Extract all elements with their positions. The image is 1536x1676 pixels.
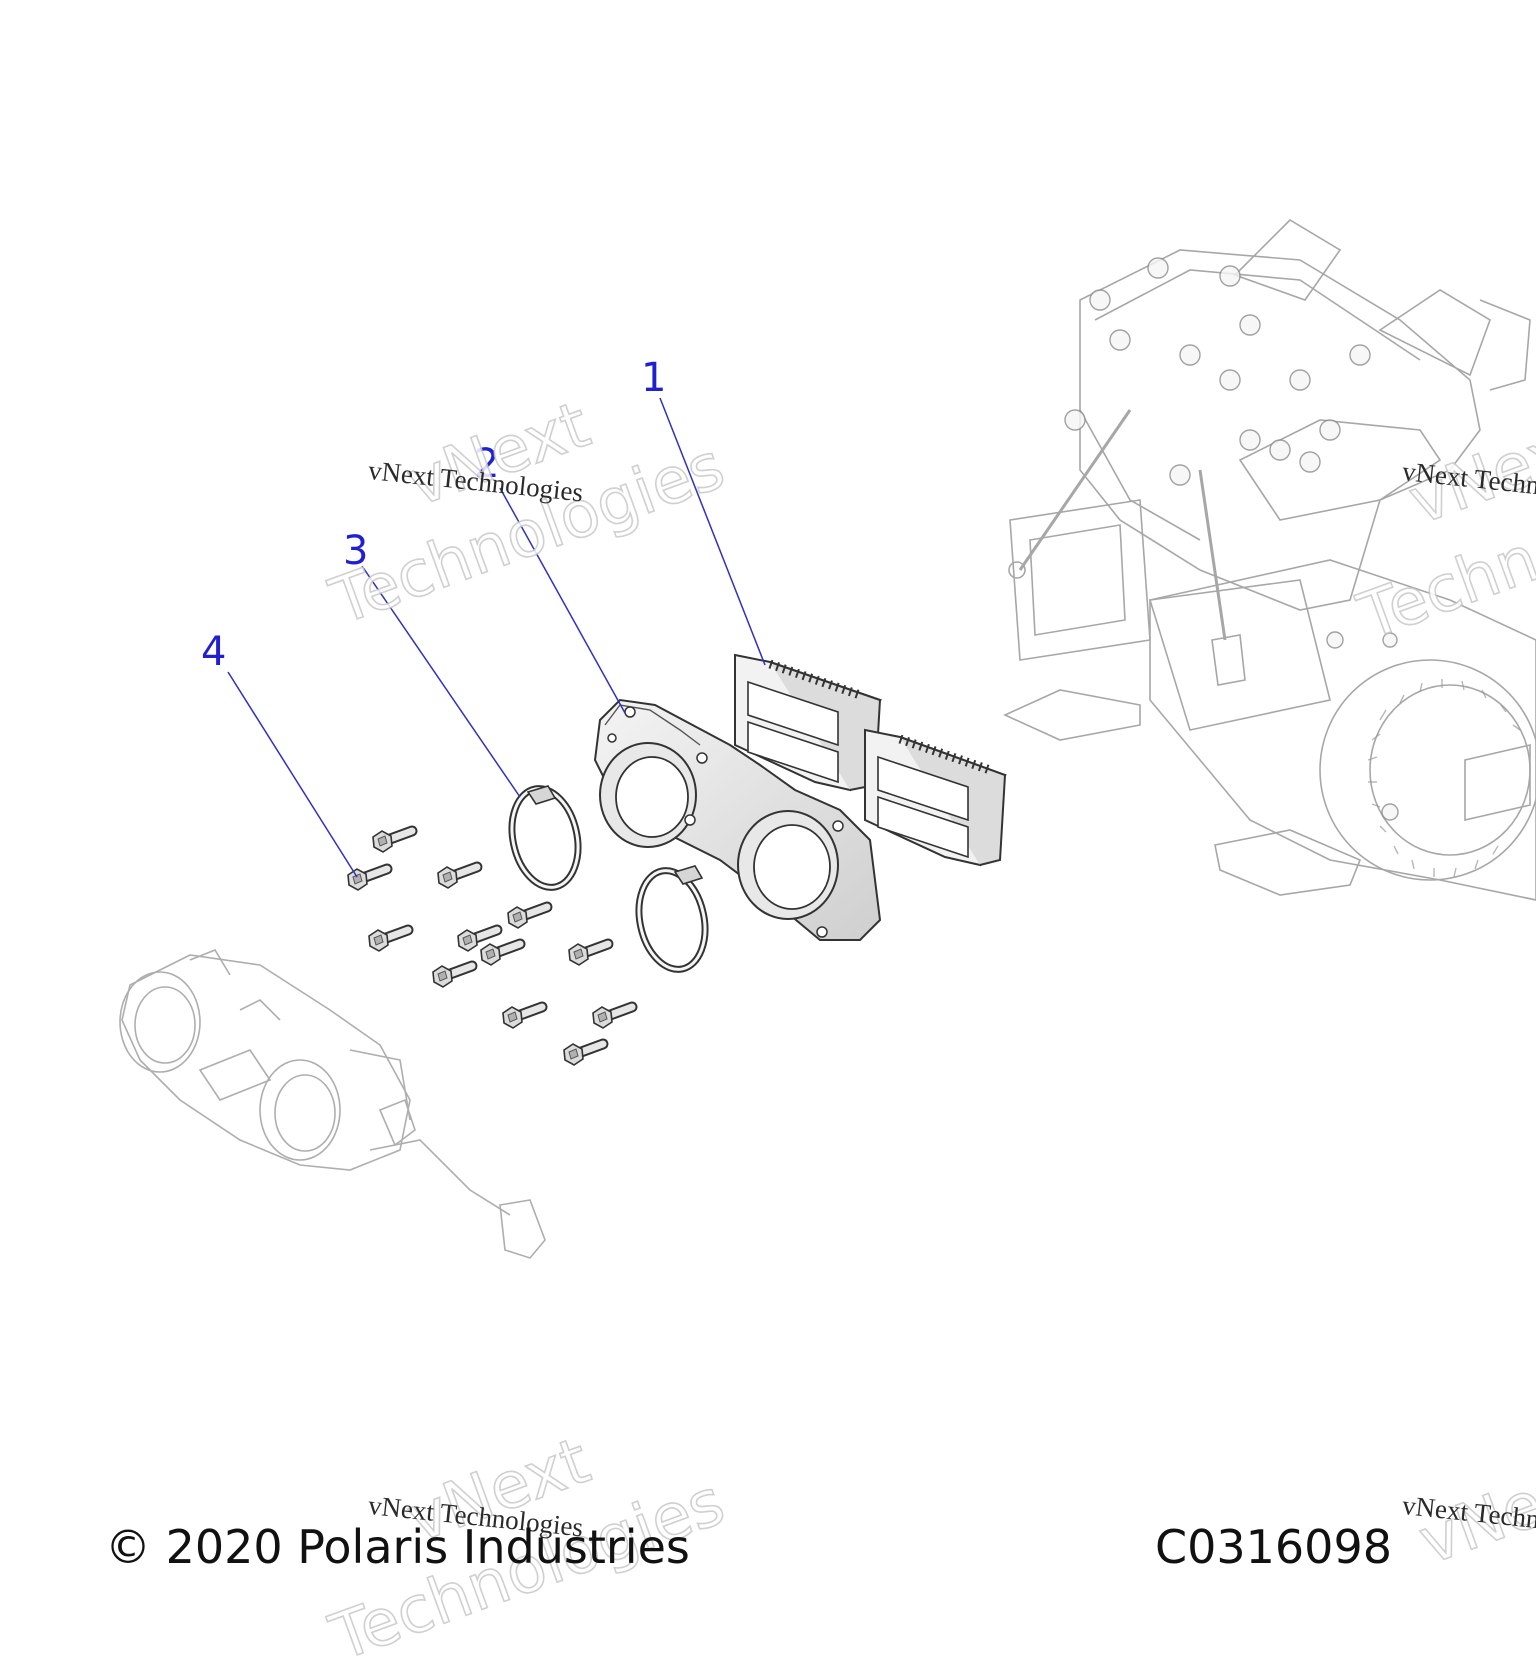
engine-assembly-ghost [1003,218,1536,901]
callout-3: 3 [343,528,369,574]
callout-2: 2 [474,441,500,487]
flywheel-vents-ghost [1367,679,1521,878]
engine-head-bolts-ghost [1064,257,1399,821]
callout-4: 4 [201,629,227,675]
diagram-drawing [119,218,1536,1259]
hose-clamp-upper [508,785,582,891]
reed-valve-lower [864,728,1008,867]
copyright-text: © 2020 Polaris Industries [105,1520,690,1574]
parts-diagram: 1 2 3 4 vNext Technologies vNext Technol… [105,218,1536,1676]
reed-valve-part-1 [734,653,1008,867]
throttle-body-ghost [119,949,546,1259]
diagram-code: C0316098 [1155,1520,1392,1574]
leader-line-2 [499,487,626,714]
reed-valve-upper [734,653,883,792]
leader-line-4 [227,671,358,878]
leader-line-3 [361,565,521,798]
bolts-part-4 [348,831,632,1065]
hose-clamp-lower [635,865,709,973]
hose-clamp-part-3 [508,785,709,973]
leader-lines [227,397,766,878]
callout-1: 1 [641,355,667,401]
leader-line-1 [659,397,766,666]
intake-housing-part-2 [593,698,882,941]
